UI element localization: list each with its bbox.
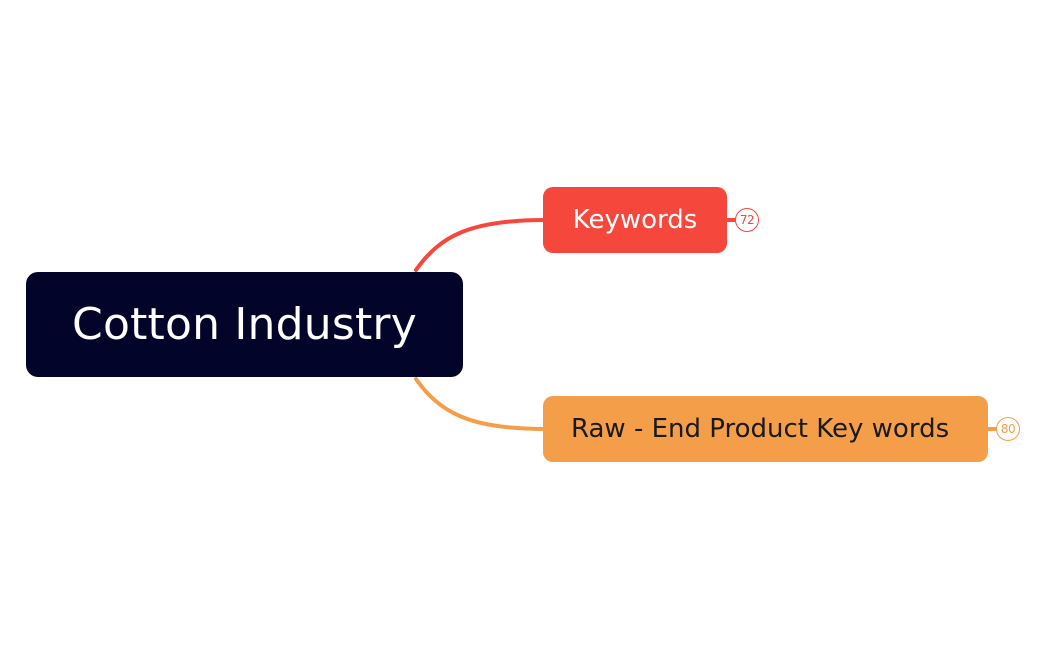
branch-topic-keywords[interactable]: Keywords bbox=[543, 187, 727, 253]
connector-keywords bbox=[414, 218, 547, 272]
branch-topic-label: Keywords bbox=[572, 205, 698, 235]
connector-raw-end-product bbox=[414, 377, 547, 431]
root-topic-cotton-industry[interactable]: Cotton Industry bbox=[26, 272, 463, 377]
branch-topic-label: Raw - End Product Key words bbox=[571, 414, 950, 444]
collapsed-count-badge-raw-end-product[interactable]: 80 bbox=[996, 417, 1020, 441]
branch-topic-raw-end-product-key-words[interactable]: Raw - End Product Key words bbox=[543, 396, 988, 462]
collapsed-count-badge-keywords[interactable]: 72 bbox=[735, 208, 759, 232]
